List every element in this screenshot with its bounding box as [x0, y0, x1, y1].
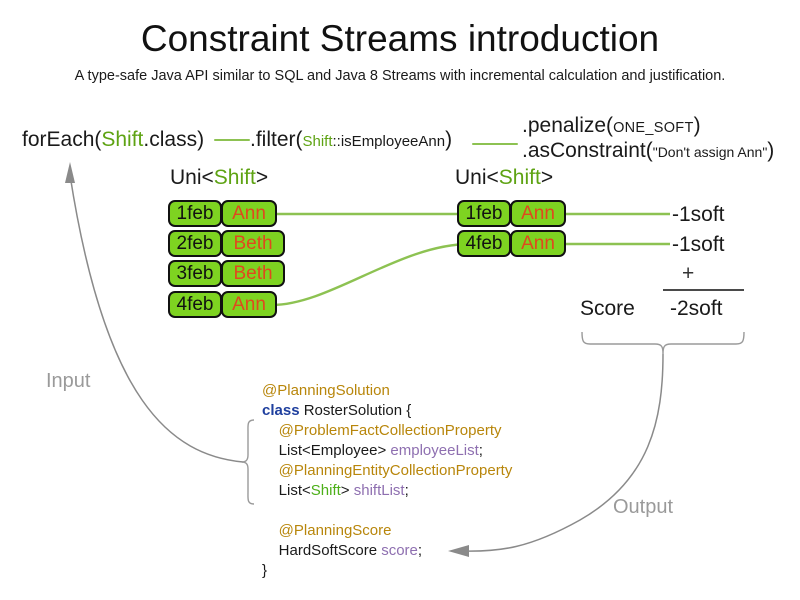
score-total: -2soft [670, 297, 723, 320]
shift-list-generic: Shift [310, 482, 341, 499]
penalty-value-2: -1soft [672, 233, 725, 256]
output-label: Output [613, 496, 674, 518]
code-block-solution: @PlanningSolution class RosterSolution {… [262, 381, 512, 501]
as-constraint-tail: ) [767, 139, 775, 162]
annotation-problem-fact: @ProblemFactCollectionProperty [278, 422, 502, 439]
table-row[interactable]: 2feb Beth [168, 230, 285, 257]
uni-label-left: Uni<Shift> [170, 166, 268, 190]
annotation-planning-score: @PlanningScore [278, 522, 392, 539]
shift-employee: Beth [221, 260, 285, 287]
shift-employee: Ann [510, 200, 566, 227]
employee-list-semicolon: ; [478, 442, 483, 459]
shift-list-type-pre: List< [278, 482, 311, 499]
shift-date: 1feb [457, 200, 511, 227]
employee-list-field: employeeList [390, 442, 479, 459]
for-each-method: forEach( [22, 128, 102, 151]
penalize-arg: ONE_SOFT [613, 120, 694, 136]
shift-date: 1feb [168, 200, 222, 227]
uni-label-right: Uni<Shift> [455, 166, 553, 190]
api-as-constraint: .asConstraint("Don't assign Ann") [522, 140, 774, 161]
table-row[interactable]: 1feb Ann [457, 200, 566, 227]
penalty-value-1: -1soft [672, 203, 725, 226]
input-label: Input [46, 370, 91, 392]
table-row[interactable]: 3feb Beth [168, 260, 285, 287]
penalize-method: .penalize( [522, 114, 614, 137]
page-title: Constraint Streams introduction [140, 18, 660, 59]
shift-list-type-post: > [340, 482, 354, 499]
code-block-score: @PlanningScore HardSoftScore score; } [262, 521, 422, 581]
annotation-planning-entity: @PlanningEntityCollectionProperty [278, 462, 513, 479]
uni-right-prefix: Uni< [455, 166, 499, 189]
class-declaration: RosterSolution { [299, 402, 412, 419]
input-arrow-head [65, 162, 75, 183]
annotation-planning-solution: @PlanningSolution [262, 382, 390, 399]
shift-date: 4feb [457, 230, 511, 257]
shift-date: 3feb [168, 260, 222, 287]
connector-line-1 [214, 139, 250, 142]
score-field-semicolon: ; [417, 542, 423, 559]
sum-divider [663, 289, 744, 291]
table-row[interactable]: 4feb Ann [457, 230, 566, 257]
score-label: Score [580, 297, 635, 320]
output-arrow-head [448, 545, 469, 557]
api-filter: .filter(Shift::isEmployeeAnn) [250, 129, 452, 150]
as-constraint-arg: "Don't assign Ann" [652, 144, 768, 160]
filter-tail: ) [445, 128, 453, 151]
code-field-brace [241, 419, 255, 505]
shift-list-semicolon: ; [404, 482, 409, 499]
table-row[interactable]: 4feb Ann [168, 291, 277, 318]
uni-right-generic: Shift [498, 166, 541, 189]
score-field-name: score [381, 542, 418, 559]
shift-employee: Ann [221, 291, 277, 318]
shift-list-field: shiftList [353, 482, 405, 499]
shift-date: 4feb [168, 291, 222, 318]
api-penalize: .penalize(ONE_SOFT) [522, 115, 701, 136]
table-row[interactable]: 1feb Ann [168, 200, 277, 227]
connector-line-2 [472, 143, 518, 146]
stream-curve-row4 [271, 242, 471, 307]
keyword-class: class [262, 402, 300, 419]
for-each-tail: .class) [143, 128, 205, 151]
for-each-type: Shift [101, 128, 144, 151]
filter-method: .filter( [250, 128, 303, 151]
uni-left-generic: Shift [213, 166, 256, 189]
score-brace [581, 331, 745, 355]
shift-employee: Beth [221, 230, 285, 257]
filter-type: Shift [302, 133, 333, 150]
api-for-each: forEach(Shift.class) [22, 129, 204, 150]
as-constraint-method: .asConstraint( [522, 139, 653, 162]
shift-employee: Ann [510, 230, 566, 257]
score-field-type: HardSoftScore [278, 542, 382, 559]
uni-left-suffix: > [255, 166, 269, 189]
uni-left-prefix: Uni< [170, 166, 214, 189]
class-close-brace: } [262, 562, 268, 579]
plus-sign: + [682, 262, 695, 285]
penalize-tail: ) [693, 114, 701, 137]
page-subtitle: A type-safe Java API similar to SQL and … [74, 68, 726, 84]
shift-date: 2feb [168, 230, 222, 257]
employee-list-type: List<Employee> [278, 442, 391, 459]
uni-right-suffix: > [540, 166, 554, 189]
shift-employee: Ann [221, 200, 277, 227]
filter-ref: ::isEmployeeAnn [332, 133, 446, 150]
